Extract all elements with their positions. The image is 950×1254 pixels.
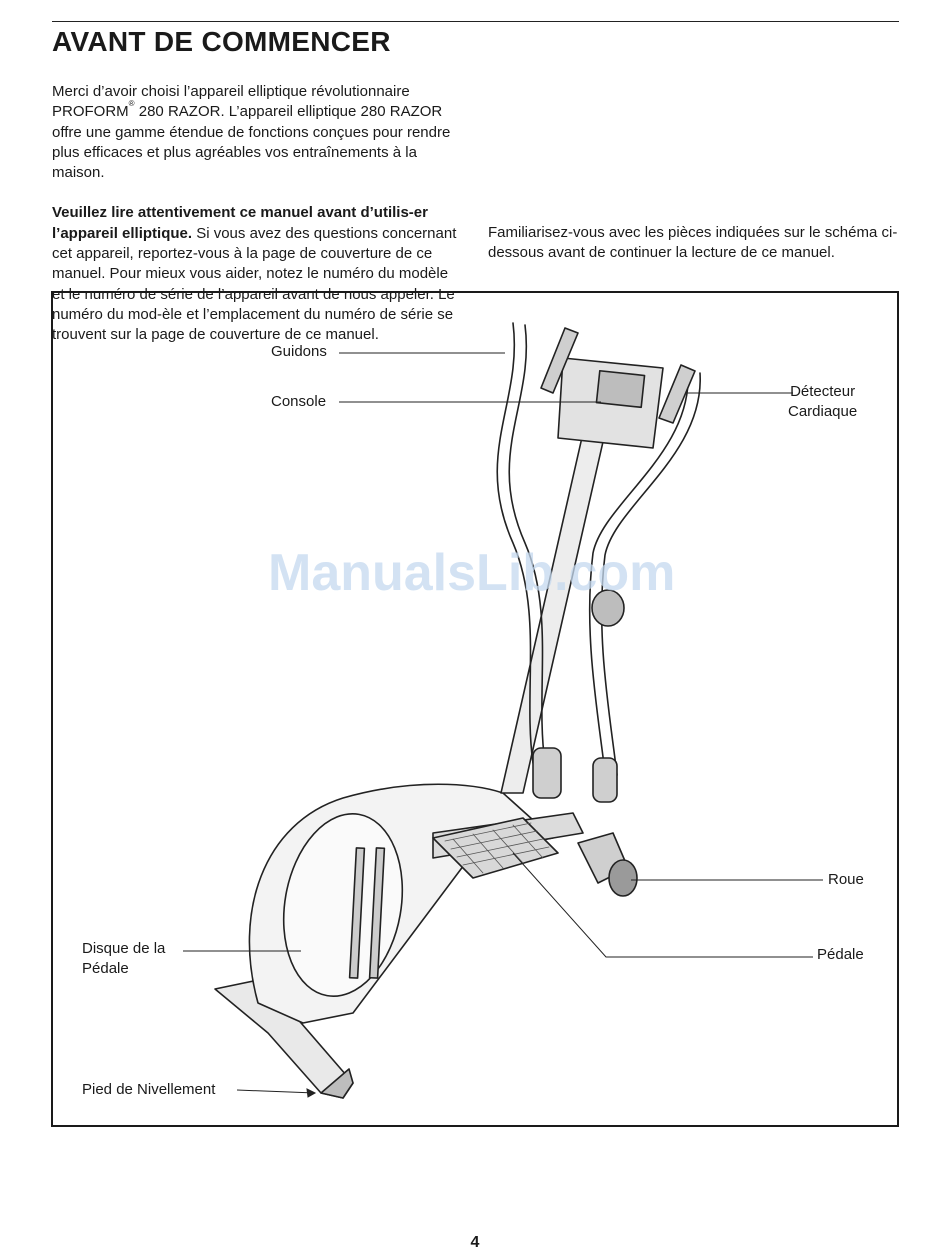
pivot-knob-shape: [591, 589, 625, 627]
pied-label: Pied de Nivellement: [82, 1081, 216, 1098]
intro-paragraph-2: Veuillez lire attentivement ce manuel av…: [52, 203, 464, 345]
pedal-grip-shape: [444, 822, 550, 874]
detecteur-label-line-1: Détecteur: [790, 383, 856, 400]
pulse-sensor-shape: [658, 364, 696, 424]
disc-slot-shape: [368, 847, 386, 979]
disque-label: Disque de la Pédale: [82, 939, 165, 979]
leader-lines: [183, 352, 823, 1098]
detecteur-label: Détecteur Cardiaque: [788, 382, 857, 422]
intro-paragraph-1: Merci d’avoir choisi l’appareil elliptiq…: [52, 82, 464, 183]
arm-joint-shape: [592, 757, 618, 803]
right-handlebar-shape: [588, 370, 689, 774]
right-handlebar-shape: [600, 372, 701, 776]
elliptical-diagram: Guidons Console Détecteur Cardiaque Roue…: [51, 291, 899, 1127]
detecteur-label-line-2: Cardiaque: [788, 403, 858, 420]
roue-label: Roue: [828, 871, 864, 888]
leveling-foot-shape: [320, 1068, 354, 1099]
page-number: 4: [470, 1234, 480, 1251]
console-display-shape: [595, 369, 646, 409]
disque-label-line-1: Disque de la: [82, 940, 166, 957]
pedale-label: Pédale: [817, 946, 864, 963]
intro-column-right: Familiarisez-vous avec les pièces indiqu…: [488, 82, 900, 284]
console-label: Console: [271, 393, 327, 410]
disc-slot-shape: [348, 847, 366, 979]
watermark: ManualsLib.com: [268, 544, 676, 602]
elliptical-drawing: [183, 322, 823, 1099]
intro-column-left: Merci d’avoir choisi l’appareil elliptiq…: [52, 82, 464, 366]
handgrip-shape: [540, 327, 579, 394]
page-title: AVANT DE COMMENCER: [52, 26, 391, 57]
top-rule: [52, 21, 899, 22]
guidons-label: Guidons: [271, 343, 327, 360]
registered-mark: ®: [128, 99, 135, 109]
left-handlebar-shape: [496, 322, 534, 764]
intro-text: Si vous avez des questions concernant ce…: [52, 224, 457, 344]
wheel-shape: [608, 859, 638, 897]
brand-name: PROFORM: [52, 103, 129, 121]
disque-label-line-2: Pédale: [82, 960, 129, 977]
pied-leader-line: [236, 1089, 316, 1094]
warning-text: Veuillez lire attentivement ce manuel av…: [52, 204, 428, 242]
pedale-leader-line: [512, 852, 813, 958]
arm-joint-shape: [532, 747, 562, 799]
pied-arrowhead: [306, 1088, 317, 1098]
left-handlebar-shape: [508, 324, 546, 764]
intro-paragraph-3: Familiarisez-vous avec les pièces indiqu…: [488, 224, 898, 262]
intro-text: 280 RAZOR. L’appareil elliptique 280 RAZ…: [52, 103, 451, 182]
intro-text: Merci d’avoir choisi l’appareil elliptiq…: [52, 83, 410, 100]
